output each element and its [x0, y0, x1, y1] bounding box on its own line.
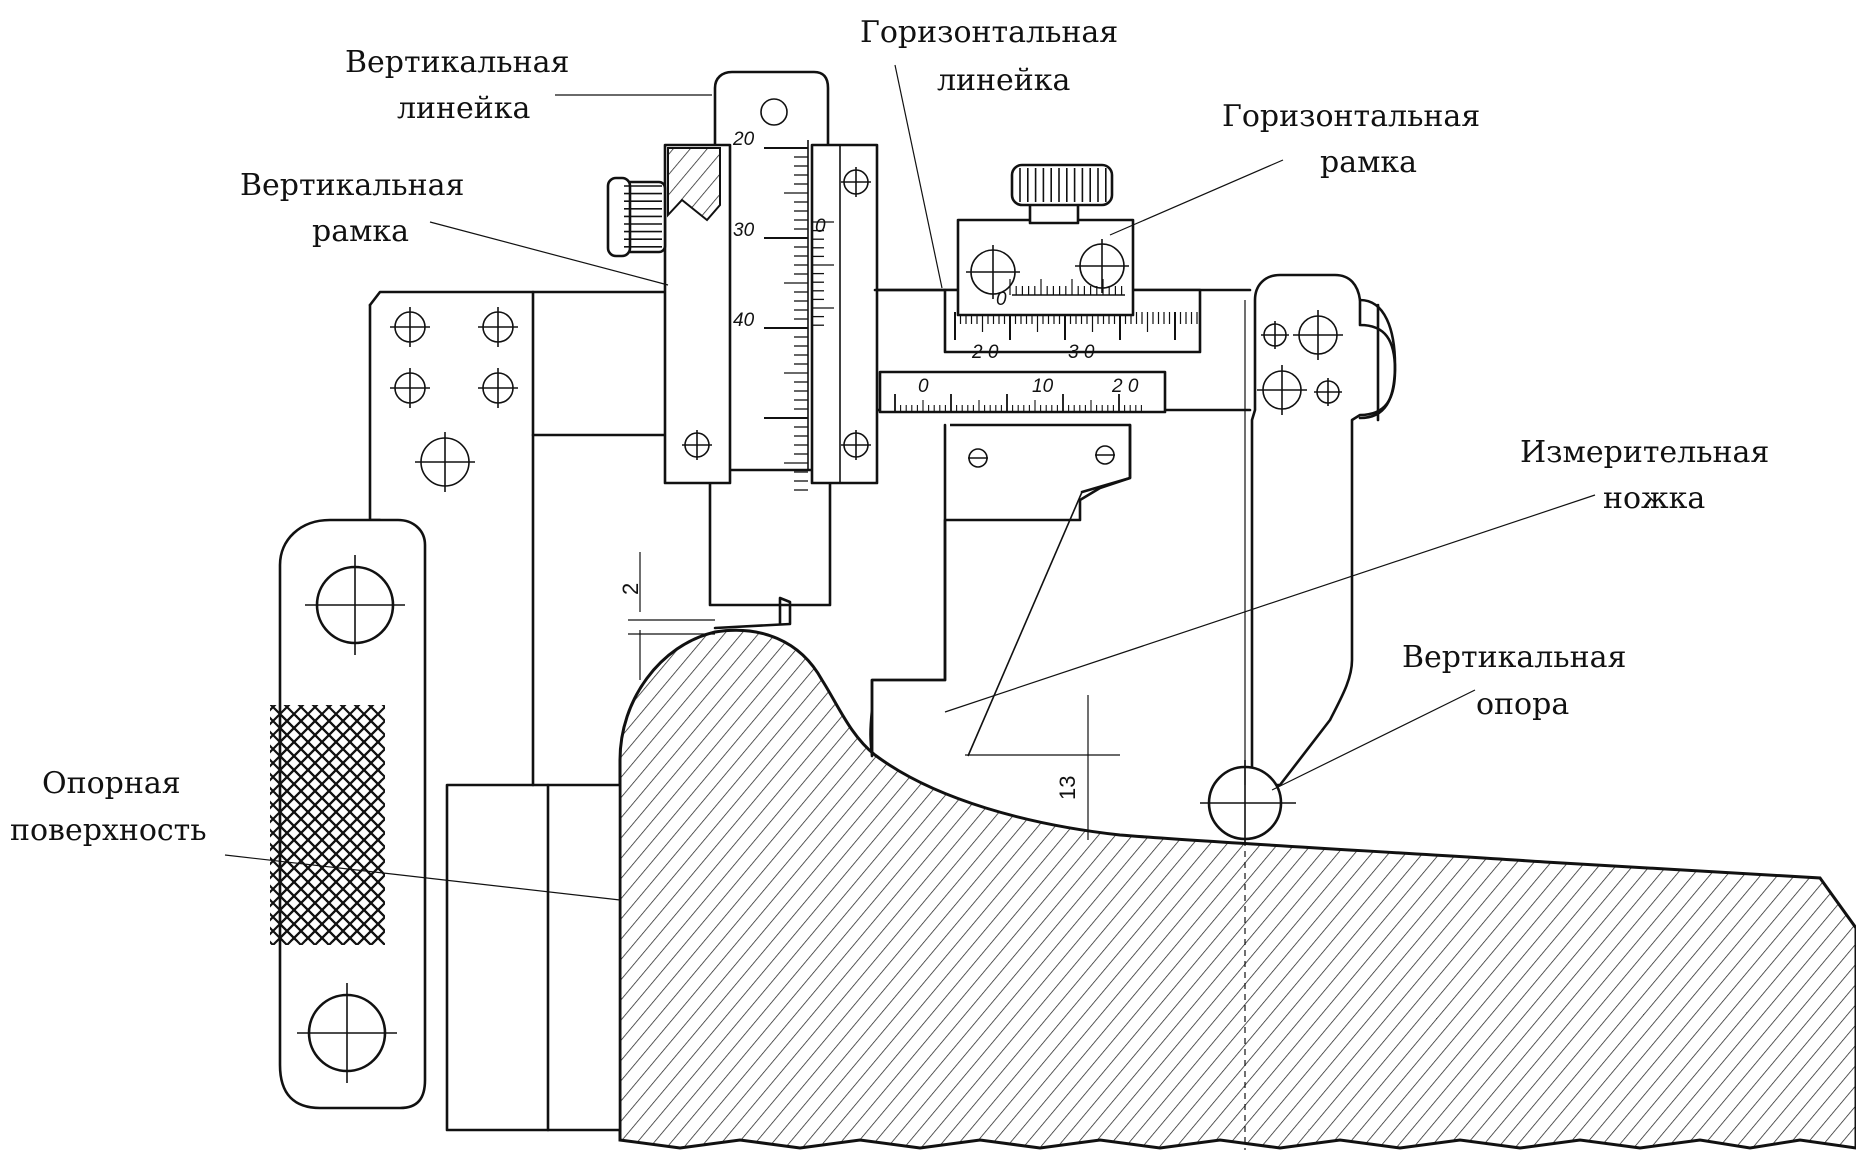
- horizontal-frame-knob: [1010, 163, 1114, 225]
- label-vertical-frame-2: рамка: [312, 214, 409, 249]
- label-support-surface-1: Опорная: [42, 766, 181, 801]
- handle: [270, 518, 427, 1110]
- support-block: [445, 783, 622, 1132]
- l-tick-0: 0: [918, 376, 929, 397]
- label-measuring-leg-2: ножка: [1603, 481, 1705, 516]
- label-vertical-frame-1: Вертикальная: [240, 168, 464, 203]
- label-horizontal-ruler-1: Горизонтальная: [860, 15, 1118, 50]
- horizontal-frame: [956, 218, 1135, 317]
- h-frame-zero: 0: [996, 289, 1007, 310]
- right-post: [1200, 273, 1397, 1150]
- dimension-2: 2: [618, 552, 715, 680]
- dimension-13-label: 13: [1055, 776, 1080, 800]
- vertical-scale-marks: [764, 147, 808, 491]
- label-measuring-leg-1: Измерительная: [1520, 435, 1769, 470]
- v-tick-40: 40: [733, 310, 755, 331]
- vertical-frame-knob: [606, 176, 667, 258]
- label-vertical-ruler-1: Вертикальная: [345, 45, 569, 80]
- v-tick-20: 20: [732, 129, 755, 150]
- h-tick-30: 3 0: [1068, 342, 1095, 363]
- label-vertical-ruler-2: линейка: [397, 91, 531, 126]
- lower-horizontal-scale: [878, 370, 1167, 414]
- horizontal-frame-marks: [1009, 279, 1123, 295]
- lower-scale-marks: [894, 394, 1142, 412]
- dimension-2-label: 2: [618, 583, 643, 595]
- label-horizontal-frame-1: Горизонтальная: [1222, 99, 1480, 134]
- workpiece-section: [618, 628, 1856, 1150]
- label-horizontal-ruler-2: линейка: [937, 63, 1071, 98]
- label-vertical-support-1: Вертикальная: [1402, 640, 1626, 675]
- measuring-leg: [869, 423, 1132, 758]
- v-tick-30: 30: [733, 220, 755, 241]
- l-tick-20: 2 0: [1111, 376, 1139, 397]
- l-tick-10: 10: [1032, 376, 1054, 397]
- label-horizontal-frame-2: рамка: [1320, 145, 1417, 180]
- leader-lines: [224, 64, 1596, 901]
- rail-head-top: [713, 596, 792, 630]
- label-support-surface-2: поверхность: [10, 813, 207, 848]
- label-vertical-support-2: опора: [1476, 687, 1569, 722]
- vertical-frame: [663, 143, 879, 485]
- left-plate-screws: [390, 307, 518, 492]
- dimension-13: 13: [965, 695, 1120, 840]
- vertical-ruler: [713, 70, 830, 472]
- v-vernier-zero: 0: [815, 216, 826, 237]
- vernier-v-marks: [812, 221, 834, 326]
- h-tick-20: 2 0: [971, 342, 999, 363]
